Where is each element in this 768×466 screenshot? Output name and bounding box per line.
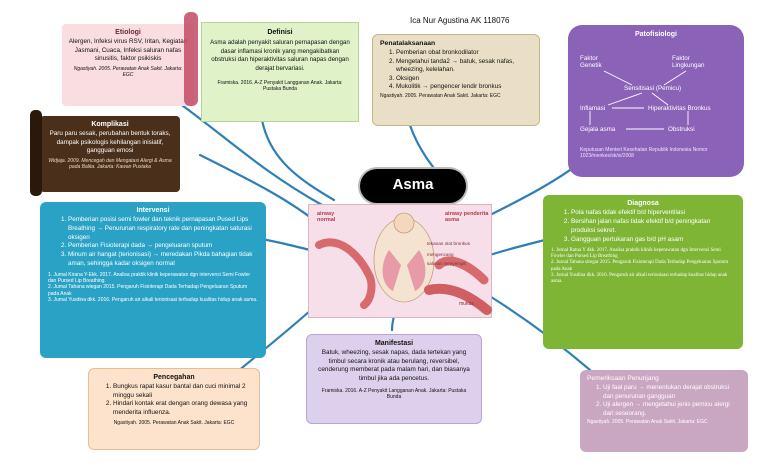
intervensi-ref-3: 3. Jumal Yusdina dkk. 2016. Pengaruh air… (48, 296, 258, 303)
intervensi-ref-1: 1. Jumal Kirana Y-Ekk. 2017. Analisa pra… (48, 271, 251, 285)
pato-node-lingkungan: Faktor Lingkungan (672, 55, 705, 69)
label-tekanan-otot: tekanan otot bronkus (427, 241, 470, 246)
penatalaksanaan-title: Penatalaksanaan (380, 40, 436, 47)
intervensi-item: Pemberian Fisioterapi dada → pengeluaran… (68, 242, 258, 251)
intervensi-item: Minum air hangat (terionisasi) → meredak… (68, 251, 258, 269)
label-airway-asma: airway penderita asma (445, 211, 489, 223)
penatalaksanaan-item: Pemberian obat bronkodilator (396, 49, 532, 58)
diagnosa-title: Diagnosa (627, 200, 659, 207)
pencegahan-item: Bungkus rapat kasur bantal dan cuci mini… (113, 383, 251, 400)
intervensi-item: Pemberian posisi semi fowler dan teknik … (68, 216, 258, 242)
diagnosa-list: Pola nafas tidak efektif b/d hiperventil… (551, 209, 735, 245)
diagnosa-item: Gangguan pertukaran gas b/d pH asam (571, 236, 735, 245)
diagnosa-item: Pola nafas tidak efektif b/d hiperventil… (571, 209, 735, 218)
definisi-card: Definisi Asma adalah penyakit saluran pe… (201, 22, 359, 122)
penatalaksanaan-item: Mukolitik → pengencer lendir bronkus (396, 83, 532, 92)
manifestasi-body: Batuk, wheezing, sesak napas, dada terte… (318, 349, 470, 382)
patofisiologi-title: Patofisiologi (635, 31, 677, 38)
pencegahan-list: Bungkus rapat kasur bantal dan cuci mini… (97, 383, 251, 418)
penatalaksanaan-card: Penatalaksanaan Pemberian obat bronkodil… (372, 34, 540, 126)
pato-node-hiperaktivitas: Hiperaktivitas Bronkus (648, 105, 711, 112)
pato-node-sensitisasi: Sensitisasi (Pemicu) (624, 85, 682, 92)
komplikasi-scroll-roll (30, 110, 42, 196)
pato-arrows (589, 70, 689, 130)
center-title-pill (360, 169, 466, 203)
penunjang-item: Uji faal paru → menentukan derajat obstr… (603, 384, 741, 401)
pato-node-inflamasi: Inflamasi (580, 105, 606, 112)
pencegahan-card: Pencegahan Bungkus rapat kasur bantal da… (88, 368, 260, 450)
penunjang-item: Uji alergen → mengetahui jenis pemicu al… (603, 401, 741, 418)
penatalaksanaan-item: Mengetahui tanda2 → batuk, sesak nafas, … (396, 58, 532, 75)
pencegahan-ref: Ngastiyah. 2005. Perawatan Anak Sakit. J… (113, 419, 235, 426)
airway-drawing (315, 212, 492, 315)
intervensi-card: Intervensi Pemberian posisi semi fowler … (40, 202, 266, 358)
pencegahan-title: Pencegahan (153, 374, 195, 381)
pato-node-gejala: Gejala asma (580, 126, 616, 133)
komplikasi-title: Komplikasi (91, 121, 129, 128)
etiologi-ref: Ngastiyah. 2005. Perawatan Anak Sakit. J… (73, 65, 183, 78)
penunjang-card: Pemeriksaan Penunjang Uji faal paru → me… (580, 370, 748, 452)
manifestasi-title: Manifestasi (374, 340, 414, 347)
penunjang-list: Uji faal paru → menentukan derajat obstr… (587, 384, 741, 418)
intervensi-title: Intervensi (136, 207, 170, 214)
penatalaksanaan-list: Pemberian obat bronkodilator Mengetahui … (380, 49, 532, 92)
manifestasi-ref: Framiska. 2016. A-Z Penyakit Langganan A… (321, 387, 467, 400)
diagnosa-item: Bersihan jalan nafas tidak efektif b/d p… (571, 218, 735, 236)
etiologi-body: Alergen, Infeksi virus RSV, Iritan, Kegi… (68, 38, 188, 62)
intervensi-list: Pemberian posisi semi fowler dan teknik … (48, 216, 258, 269)
penatalaksanaan-ref: Ngastiyah. 2005. Perawatan Anak Sakit. J… (380, 92, 501, 99)
diagnosa-card: Diagnosa Pola nafas tidak efektif b/d hi… (543, 195, 743, 349)
komplikasi-body: Paru paru sesak, perubahan bentuk toraks… (49, 130, 171, 154)
pato-node-genetik: Faktor Genetik (580, 55, 602, 69)
penunjang-title: Pemeriksaan Penunjang (587, 375, 659, 382)
penatalaksanaan-item: Oksigen (396, 75, 532, 84)
diagnosa-ref-2: 2. Jurnal Tahana siregar 2015. Pengaruh … (551, 260, 729, 272)
center-title: Asma (392, 176, 434, 193)
definisi-body: Asma adalah penyakit saluran pernapasan … (210, 39, 350, 73)
komplikasi-card: Komplikasi Paru paru sesak, perubahan be… (30, 110, 180, 196)
pencegahan-item: Hindari kontak erat dengan orang dewasa … (113, 400, 251, 417)
komplikasi-ref: Widjaja. 2009. Mencegah dan Mengatasi Al… (48, 157, 172, 170)
etiologi-title: Etiologi (115, 29, 141, 36)
pato-node-obstruksi: Obstruksi (668, 126, 695, 133)
manifestasi-card: Manifestasi Batuk, wheezing, sesak napas… (306, 334, 482, 424)
etiologi-card: Etiologi Alergen, Infeksi virus RSV, Iri… (62, 12, 198, 106)
penunjang-ref: Ngastiyah. 2005. Perawatan Anak Sakit. J… (587, 419, 708, 425)
patofisiologi-card: Patofisiologi Faktor Genetik Faktor Ling… (568, 25, 744, 177)
definisi-title: Definisi (267, 29, 293, 36)
diagnosa-ref-1: 1. Jurnal Ratna Y dkk. 2017. Analisa pra… (551, 247, 721, 260)
intervensi-ref-2: 2. Jumal Tahana wiegan 2015. Pengaruh Fi… (48, 284, 248, 297)
label-mengencang: mengencang (427, 252, 454, 257)
etiologi-scroll-roll (184, 12, 198, 106)
diagnosa-ref-3: 3. Jurnal Yusdina dkk. 2016. Pengaruh ai… (551, 272, 728, 285)
definisi-ref: Framiska. 2016. A-Z Penyakit Langganan A… (217, 79, 343, 92)
label-mukus: mukus (459, 301, 474, 307)
patofisiologi-ref: Keputusan Menteri Kesehatan Republik Ind… (580, 147, 708, 160)
author-label: Ica Nur Agustina AK 118076 (410, 16, 510, 25)
label-saluran-menyempit: saluran menyempit (427, 261, 466, 266)
label-airway-normal: airway normal (317, 211, 336, 223)
airway-illustration: airway normal airway penderita asma teka… (308, 204, 492, 318)
